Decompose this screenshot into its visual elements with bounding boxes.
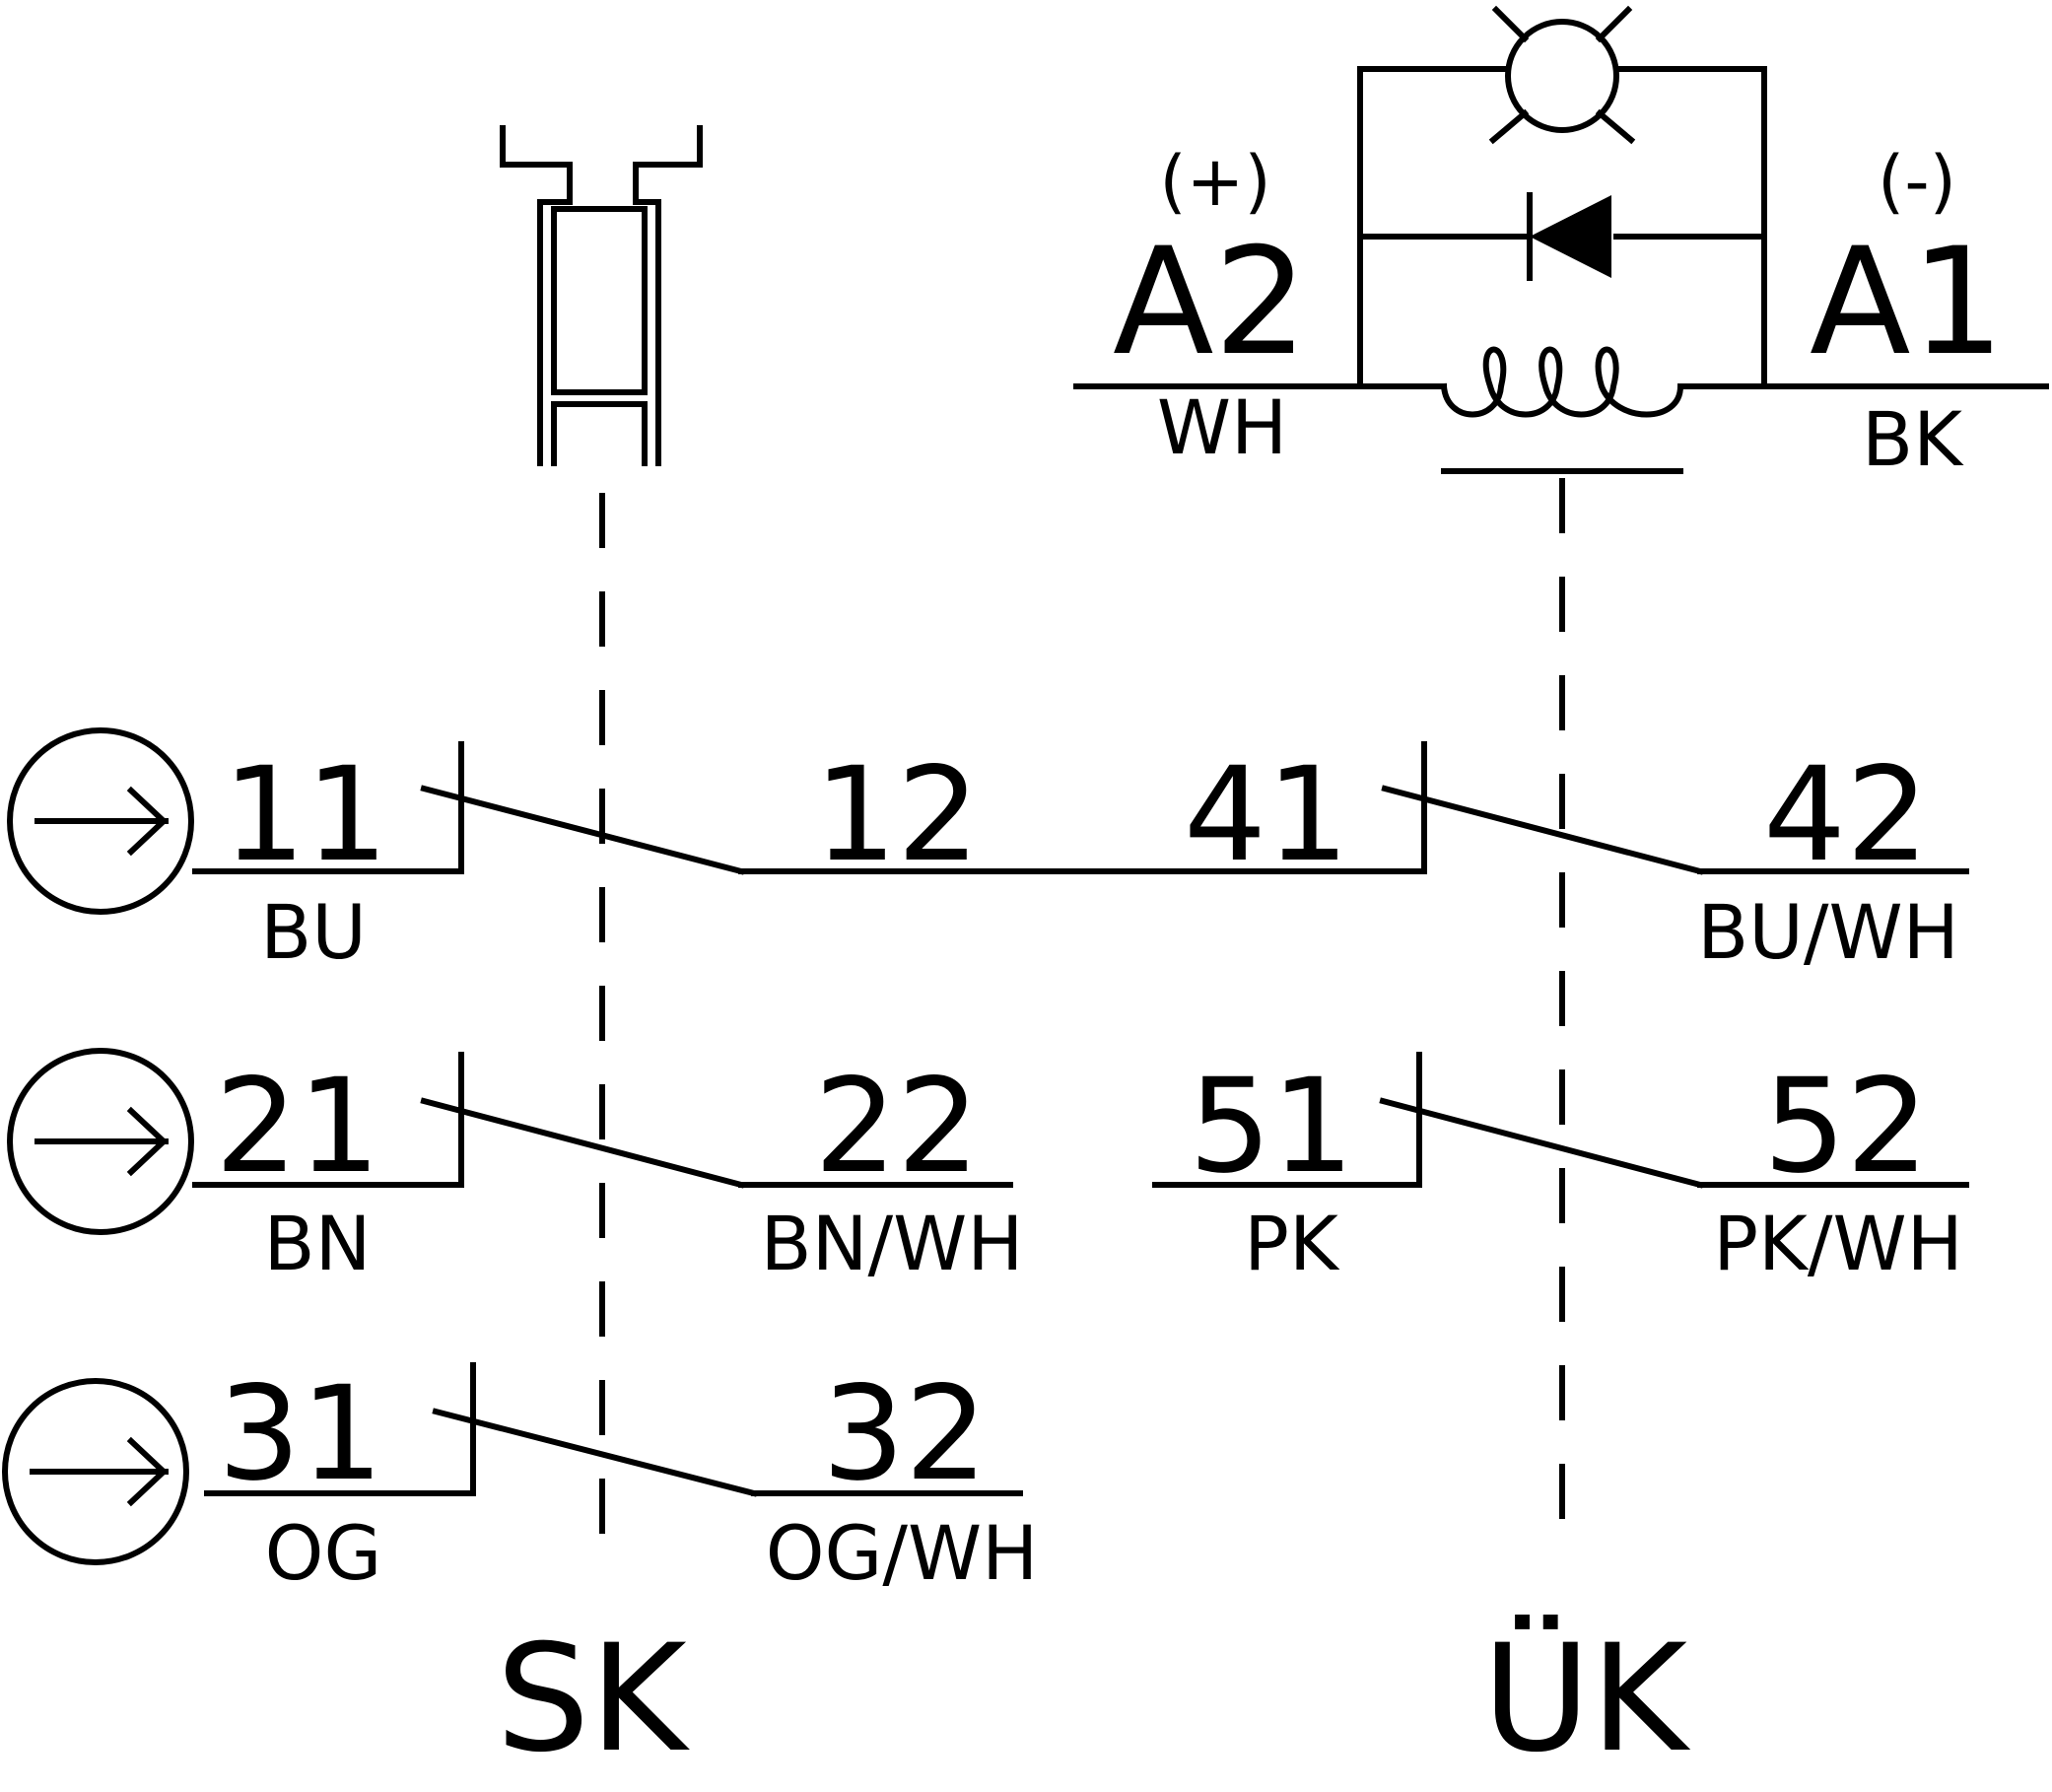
terminal-31: 31 — [218, 1358, 383, 1510]
wire-color-21: BN — [264, 1200, 372, 1287]
solenoid-coil — [1073, 5, 2049, 474]
coil-minus-terminal: A1 — [1810, 217, 2005, 388]
terminal-22: 22 — [814, 1051, 980, 1203]
group-label-uk: ÜK — [1482, 1614, 1691, 1785]
contact-51-52 — [1152, 1052, 1969, 1189]
terminal-21: 21 — [215, 1051, 380, 1203]
terminal-32: 32 — [822, 1358, 988, 1510]
wire-color-42: BU/WH — [1697, 888, 1959, 976]
wire-color-32: OG/WH — [766, 1509, 1039, 1597]
positive-opening-icon — [2, 1378, 189, 1565]
contact-21-22 — [192, 1052, 1013, 1189]
terminal-52: 52 — [1763, 1051, 1929, 1203]
positive-opening-icon — [7, 1048, 194, 1235]
group-label-sk: SK — [496, 1614, 690, 1785]
wire-color-31: OG — [265, 1509, 382, 1597]
terminal-41: 41 — [1184, 739, 1349, 891]
coil-minus-wire-color: BK — [1862, 395, 1964, 483]
terminal-11: 11 — [223, 739, 388, 891]
terminal-51: 51 — [1189, 1051, 1354, 1203]
terminal-42: 42 — [1763, 739, 1929, 891]
contact-31-32 — [204, 1362, 1023, 1497]
coil-plus-wire-color: WH — [1157, 383, 1287, 471]
coil-winding-icon — [1440, 346, 1684, 418]
coil-minus-polarity: (-) — [1878, 141, 1956, 222]
wire-color-51: PK — [1244, 1200, 1340, 1287]
diode-icon — [1530, 195, 1611, 278]
terminal-12: 12 — [814, 739, 980, 891]
coil-plus-polarity: (+) — [1159, 141, 1270, 222]
contact-11-12 — [192, 741, 1427, 875]
coil-plus-terminal: A2 — [1113, 217, 1308, 388]
actuator-key-symbol — [500, 125, 703, 466]
wire-color-52: PK/WH — [1713, 1200, 1963, 1287]
positive-opening-icon — [7, 727, 194, 915]
contact-41-42 — [1381, 741, 1969, 875]
wire-color-22: BN/WH — [761, 1200, 1024, 1287]
wire-color-11: BU — [260, 888, 367, 976]
lamp-icon — [1505, 19, 1619, 133]
